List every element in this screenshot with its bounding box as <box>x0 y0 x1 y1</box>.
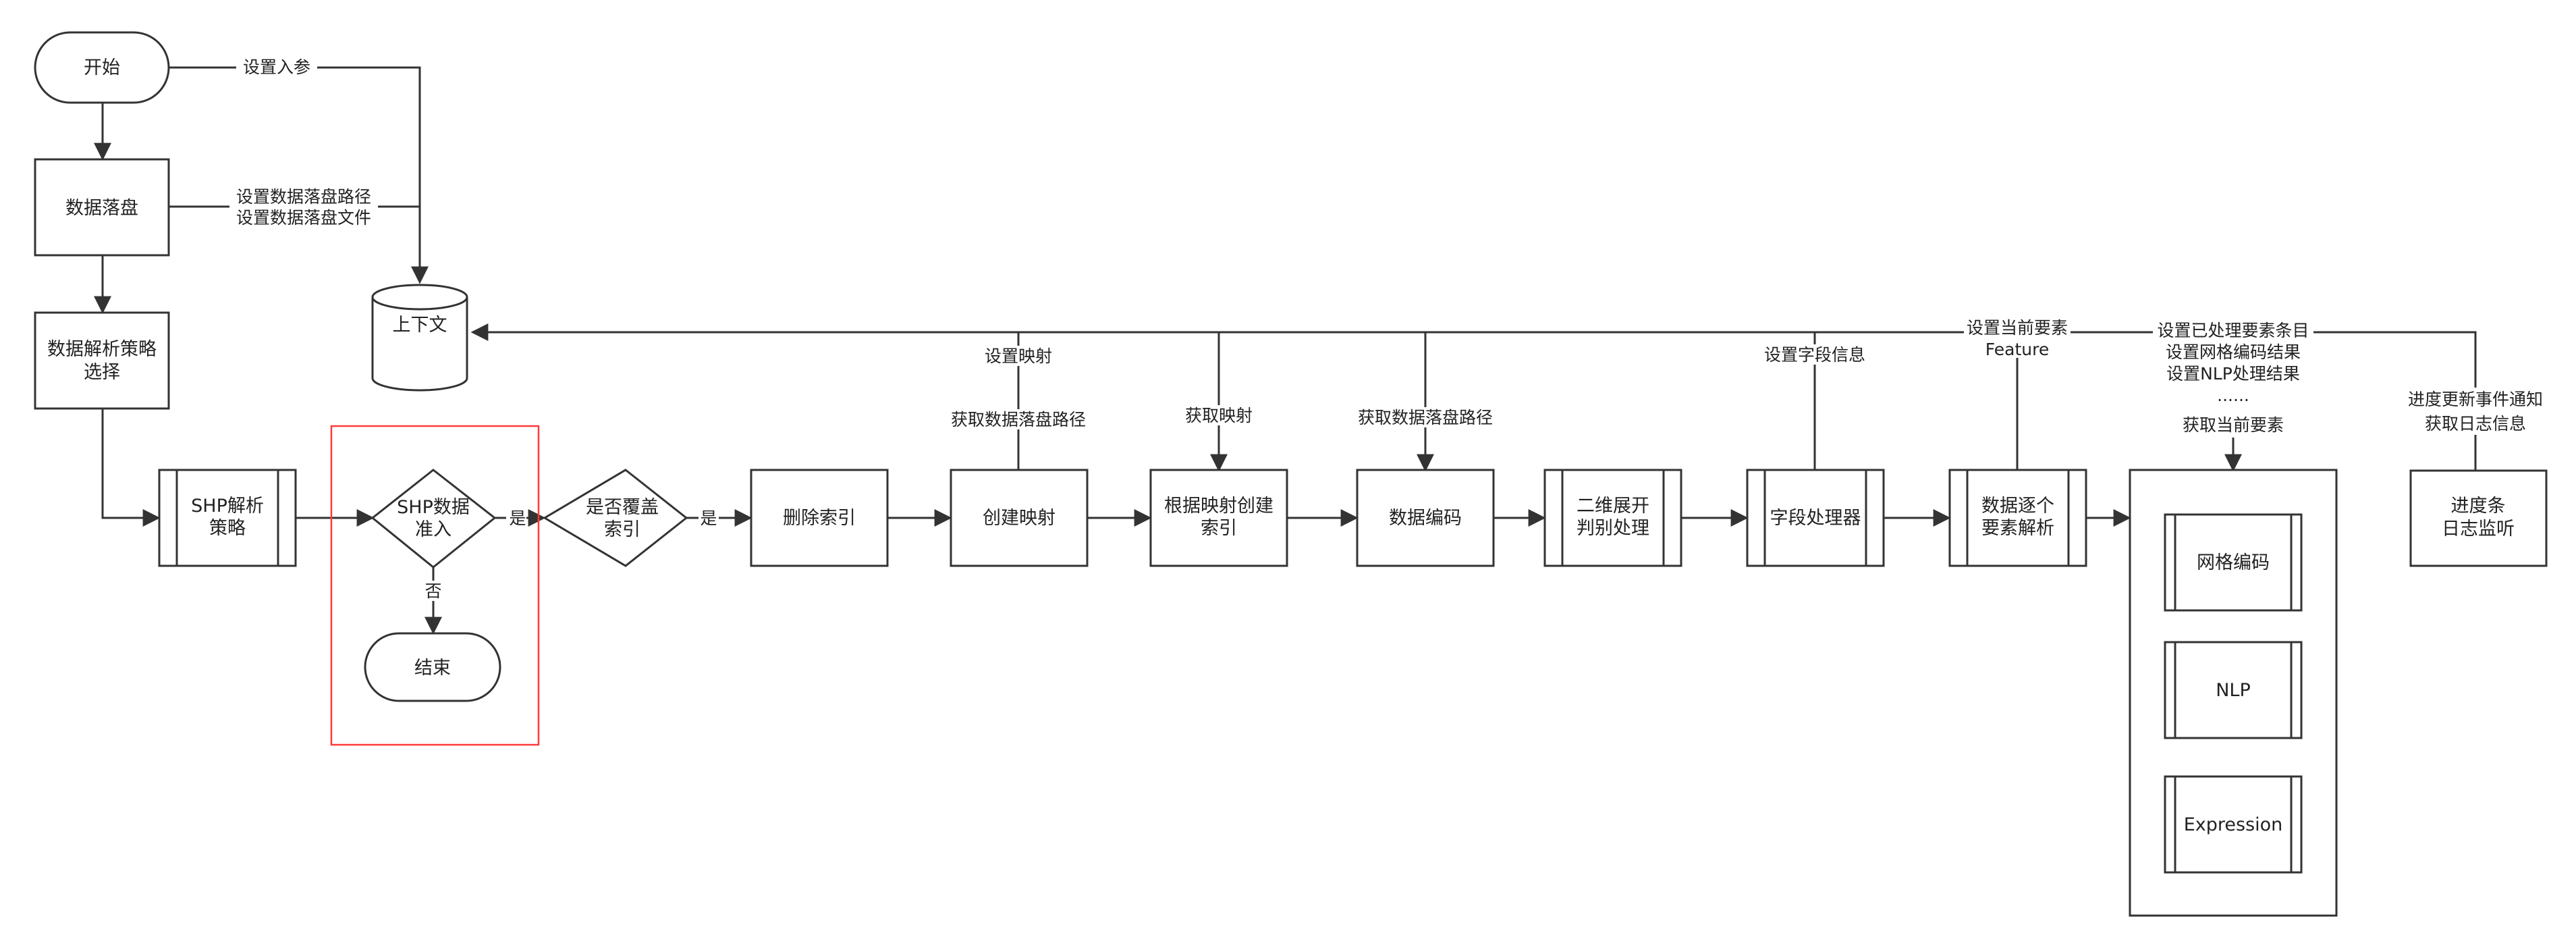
node-overwrite-index: 是否覆盖 索引 <box>543 469 688 567</box>
node-create-mapping-label: 创建映射 <box>983 508 1056 529</box>
node-element-parse: 数据逐个 要素解析 <box>1948 469 2087 567</box>
node-grid-encode: 网格编码 <box>2164 513 2303 612</box>
node-shp-strategy-line1: SHP解析 <box>191 496 264 517</box>
label-set-current-element: 设置当前要素 <box>1967 318 2068 338</box>
label-persist-path: 设置数据落盘路径 <box>236 187 371 207</box>
node-shp-access: SHP数据 准入 <box>371 469 497 569</box>
node-expand-2d-line2: 判别处理 <box>1577 518 1649 539</box>
label-set-grid-result: 设置网格编码结果 <box>2166 342 2301 362</box>
label-no-access: 否 <box>424 581 441 601</box>
label-yes-overwrite: 是 <box>700 508 717 528</box>
label-feature: Feature <box>1985 340 2049 359</box>
node-data-encode: 数据编码 <box>1356 469 1495 567</box>
label-get-current-element: 获取当前要素 <box>2183 415 2284 435</box>
node-end-label: 结束 <box>414 658 451 679</box>
node-expand-2d: 二维展开 判别处理 <box>1543 469 1682 567</box>
node-expression-label: Expression <box>2184 814 2283 835</box>
node-progress-line2: 日志监听 <box>2442 519 2515 539</box>
node-expand-2d-line1: 二维展开 <box>1577 496 1649 517</box>
label-set-nlp-result: 设置NLP处理结果 <box>2166 364 2300 384</box>
node-overwrite-index-line1: 是否覆盖 <box>586 497 659 518</box>
label-get-log-info: 获取日志信息 <box>2425 414 2526 433</box>
node-nlp-label: NLP <box>2216 680 2251 701</box>
node-shp-access-line2: 准入 <box>415 519 451 540</box>
node-grid-encode-label: 网格编码 <box>2197 552 2270 573</box>
label-set-params: 设置入参 <box>243 57 310 77</box>
label-ellipsis: ...... <box>2217 386 2249 405</box>
label-get-mapping: 获取映射 <box>1185 406 1253 425</box>
node-shp-access-line1: SHP数据 <box>397 497 470 518</box>
node-create-index: 根据映射创建 索引 <box>1149 469 1288 567</box>
node-progress-line1: 进度条 <box>2451 496 2506 517</box>
node-end: 结束 <box>364 632 501 702</box>
edge-labels: 设置入参 设置数据落盘路径 设置数据落盘文件 是 否 是 设置映射 获取数据落盘… <box>229 57 2552 601</box>
label-set-processed-count: 设置已处理要素条目 <box>2157 321 2309 340</box>
node-element-parse-line1: 数据逐个 <box>1981 496 2054 517</box>
node-context-label: 上下文 <box>393 315 447 336</box>
node-shp-strategy: SHP解析 策略 <box>158 469 297 567</box>
node-strategy-select-line1: 数据解析策略 <box>47 339 157 360</box>
node-element-parse-line2: 要素解析 <box>1981 518 2054 539</box>
node-start: 开始 <box>34 31 170 104</box>
node-nlp: NLP <box>2164 641 2303 739</box>
node-shp-strategy-line2: 策略 <box>209 518 246 539</box>
edge-strategy-select-to-shp-strategy <box>101 409 161 527</box>
edge-start-to-context <box>169 66 429 284</box>
node-field-processor: 字段处理器 <box>1746 469 1885 567</box>
node-create-index-line1: 根据映射创建 <box>1164 496 1273 517</box>
label-progress-event: 进度更新事件通知 <box>2408 390 2543 409</box>
node-create-index-line2: 索引 <box>1201 518 1237 539</box>
label-persist-file: 设置数据落盘文件 <box>236 208 371 228</box>
node-strategy-select: 数据解析策略 选择 <box>34 311 170 410</box>
label-set-field-info: 设置字段信息 <box>1764 345 1865 365</box>
node-delete-index: 删除索引 <box>750 469 889 567</box>
node-overwrite-index-line2: 索引 <box>604 519 640 540</box>
label-yes-access: 是 <box>509 508 526 528</box>
label-get-persist-path-1: 获取数据落盘路径 <box>951 410 1086 429</box>
node-expression: Expression <box>2164 775 2303 874</box>
node-persist: 数据落盘 <box>34 158 170 257</box>
node-context: 上下文 <box>371 284 468 392</box>
highlight-box <box>330 425 540 746</box>
node-field-processor-label: 字段处理器 <box>1770 508 1861 529</box>
label-get-persist-path-2: 获取数据落盘路径 <box>1358 408 1493 427</box>
node-start-label: 开始 <box>84 57 120 78</box>
node-create-mapping: 创建映射 <box>950 469 1089 567</box>
node-progress: 进度条 日志监听 <box>2409 469 2548 567</box>
node-persist-label: 数据落盘 <box>65 198 138 219</box>
node-strategy-select-line2: 选择 <box>84 362 120 383</box>
node-data-encode-label: 数据编码 <box>1389 508 1462 529</box>
node-delete-index-label: 删除索引 <box>783 508 856 529</box>
label-set-mapping: 设置映射 <box>985 346 1052 366</box>
